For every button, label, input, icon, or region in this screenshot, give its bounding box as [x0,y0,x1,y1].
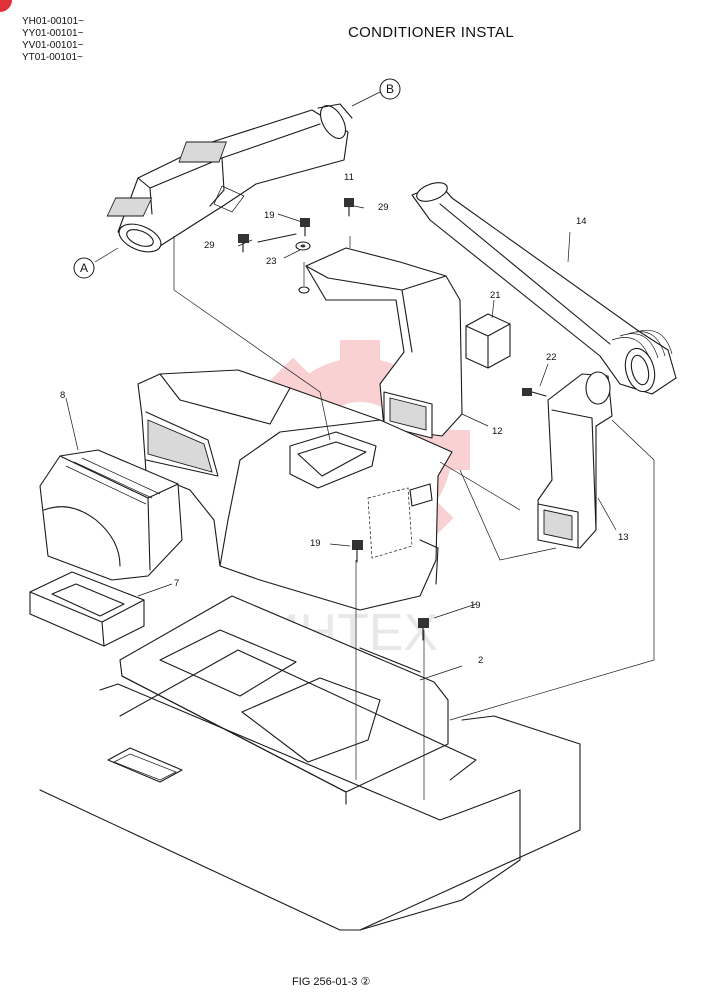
part-label-7: 7 [174,578,179,589]
serial-range: YY01-00101~ [22,28,84,39]
elbow-duct-part-12 [298,247,463,439]
bolt-part-22 [522,388,547,397]
part-label-22: 22 [546,352,557,363]
main-unit-housing [137,369,453,611]
part-label-8: 8 [60,390,65,401]
assembly-lines [65,205,655,800]
part-label-19: 19 [310,538,321,549]
cab-floor-base [39,649,581,931]
bolt-part-19-right [418,618,429,641]
filter-block-part-21 [465,313,511,369]
part-label-14: 14 [576,216,587,227]
page-title: CONDITIONER INSTAL [348,24,514,41]
serial-range-list: YH01-00101~ YY01-00101~ YV01-00101~ YT01… [22,16,84,64]
bolt-part-29-left [238,234,249,253]
part-label-13: 13 [618,532,629,543]
serial-range: YT01-00101~ [22,52,83,63]
part-label-11: 11 [344,172,354,183]
serial-range: YV01-00101~ [22,40,84,51]
part-label-29: 29 [204,240,215,251]
bolt-shaft [257,233,297,243]
flexible-hose-part-14 [411,182,677,395]
washer-part-23 [295,241,311,251]
side-duct-part-13 [537,371,613,549]
bolt-part-19-middle [352,540,363,563]
callout-a-label: A [80,261,88,275]
part-label-2: 2 [478,655,483,666]
blower-cover-part-8 [39,449,183,581]
callout-b: B [351,78,401,107]
callout-a: A [73,247,119,279]
callout-b-label: B [386,82,394,96]
part-label-19: 19 [264,210,275,221]
gasket-part-7 [29,571,145,647]
upper-duct-part-11 [106,103,353,253]
serial-range: YH01-00101~ [22,16,84,27]
part-label-12: 12 [492,426,503,437]
part-label-19: 19 [470,600,481,611]
bolt-part-19-upper [300,218,310,237]
part-label-23: 23 [266,256,277,267]
bolt-part-29-upper [344,198,354,217]
part-label-21: 21 [490,290,501,301]
figure-number: FIG 256-01-3 ② [292,976,371,988]
mounting-plate-part-2 [119,595,449,805]
part-label-29: 29 [378,202,389,213]
